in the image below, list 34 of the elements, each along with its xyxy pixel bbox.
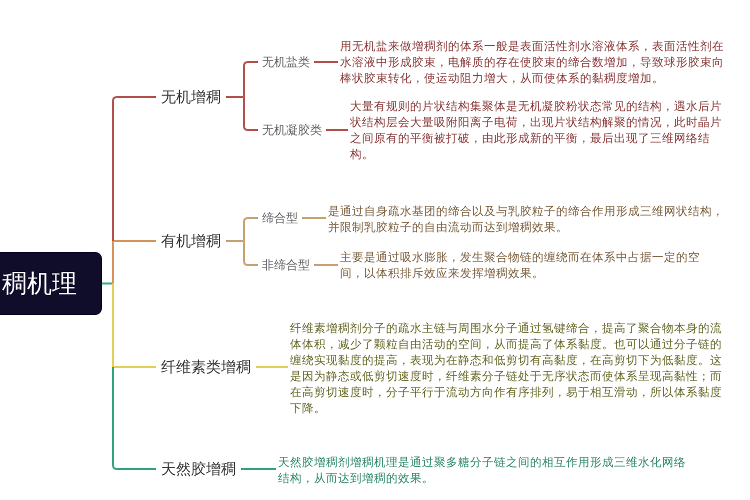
sub-branch-label: 缔合型 (258, 210, 302, 226)
branch-connector (102, 282, 113, 284)
description-text: 是通过自身疏水基团的缔合以及与乳胶粒子的缔合作用形成三维网状结构，并限制乳胶粒子的自由流动而达到增稠效果。 (326, 203, 726, 235)
branch-connector (314, 264, 338, 266)
sub-branch-label: 无机盐类 (258, 54, 314, 70)
branch-connector (243, 217, 258, 241)
branch-label: 无机增稠 (156, 87, 226, 107)
branch-connector (243, 241, 258, 266)
branch-connector (314, 61, 338, 63)
branch-label: 天然胶增稠 (156, 459, 241, 479)
branch-connector (113, 366, 156, 368)
description-text: 天然胶增稠剂增稠机理是通过聚多糖分子链之间的相互作用形成三维水化网络结构，从而达到增稠的效果。 (276, 454, 696, 486)
branch-connector (112, 241, 114, 284)
branch-connector (243, 97, 258, 131)
branch-connector (256, 366, 288, 368)
branch-connector (302, 217, 326, 219)
sub-branch-label: 无机凝胶类 (258, 122, 326, 138)
branch-label: 有机增稠 (156, 231, 226, 251)
sub-branch-label: 非缔合型 (258, 257, 314, 273)
branch-connector (112, 367, 156, 470)
description-text: 主要是通过吸水膨胀，发生聚合物链的缠绕而在体系中占据一定的空间，以体积排斥效应来发挥增稠效果。 (338, 249, 710, 281)
branch-connector (112, 284, 114, 367)
branch-connector (113, 240, 156, 242)
branch-connector (226, 240, 244, 242)
branch-connector (226, 96, 244, 98)
description-text: 用无机盐来做增稠剂的体系一般是表面活性剂水溶液体系，表面活性剂在水溶液中形成胶束，电解质的存在使胶束的缔合数增加，导致球形胶束向棒状胶束转化，使运动阻力增大，从而使体系的黏稠度增加。 (338, 38, 726, 86)
branch-connector (326, 129, 348, 131)
branch-connector (243, 61, 258, 97)
central-topic-box: 稠机理 (0, 252, 102, 315)
description-text: 大量有规则的片状结构集聚体是无机凝胶粉状态常见的结构，遇水后片状结构层会大量吸附阳离子电荷，出现片状结构解聚的情况，此时晶片之间原有的平衡被打破，由此形成新的平衡，最后出现了三维网络结构。 (348, 98, 728, 162)
branch-connector (112, 96, 156, 241)
branch-connector (241, 468, 276, 470)
branch-label: 纤维素类增稠 (156, 357, 256, 377)
description-text: 纤维素增稠剂分子的疏水主链与周围水分子通过氢键缔合，提高了聚合物本身的流体体积，减少了颗粒自由活动的空间，从而提高了体系黏度。也可以通过分子链的缠绕实现黏度的提高，表现为在静态和低剪切有高黏度，在高剪切下为低黏度。这是因为静态或低剪切速度时，纤维素分子链处于无序状态而使体系呈现高黏性；而在高剪切速度时，分子平行于流动方向作有序排列，易于相互滑动，所以体系黏度下降。 (288, 320, 726, 416)
